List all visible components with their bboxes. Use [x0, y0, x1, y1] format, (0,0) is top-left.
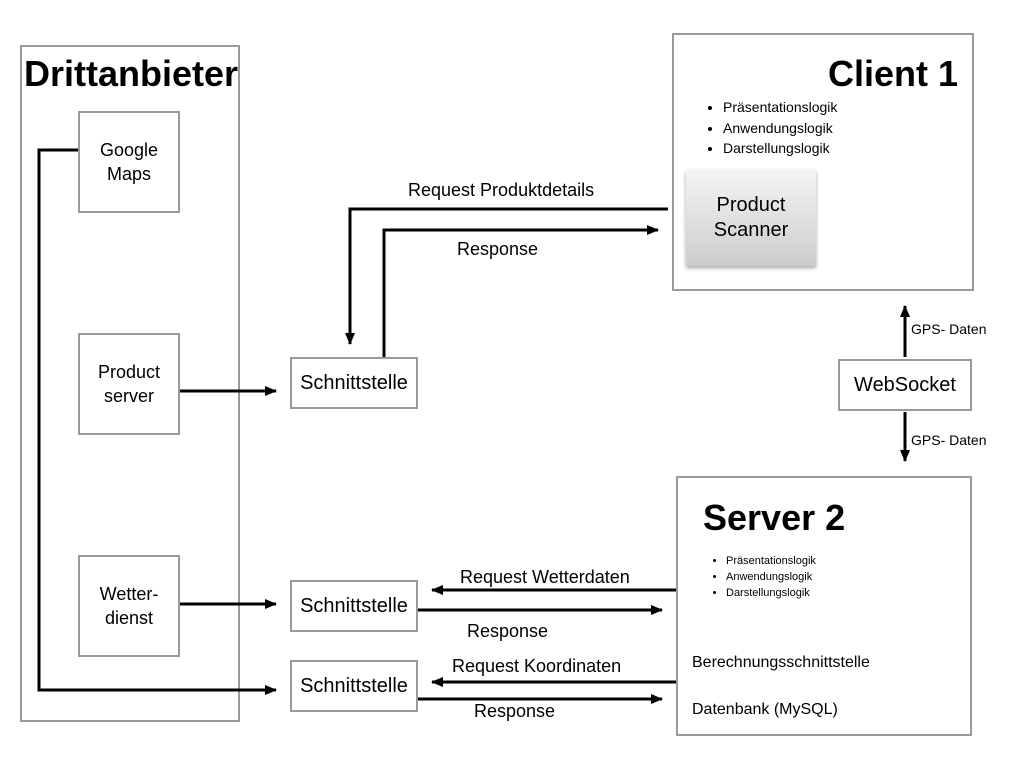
- request-produktdetails-arrow: [345, 207, 668, 345]
- gps-daten-lower-label: GPS- Daten: [911, 432, 987, 448]
- request-produktdetails-label: Request Produktdetails: [408, 180, 595, 200]
- wetterdienst-label: Wetter- dienst: [99, 584, 159, 628]
- server-bullet-list: Präsentationslogik Anwendungslogik Darst…: [706, 553, 816, 601]
- product-server-label: Product server: [97, 362, 161, 406]
- request-wetterdaten-label: Request Wetterdaten: [460, 567, 630, 587]
- schnittstelle-product-label: Schnittstelle: [300, 371, 408, 394]
- response-client-arrow: [382, 225, 659, 357]
- schnittstelle-wetter-label: Schnittstelle: [300, 594, 408, 617]
- google-maps-box: Google Maps: [78, 111, 180, 213]
- client-bullet-anwendung: Anwendungslogik: [723, 118, 837, 139]
- schnittstelle-product-box: Schnittstelle: [290, 357, 418, 409]
- websocket-box: WebSocket: [838, 359, 972, 411]
- google-maps-label: Google Maps: [99, 140, 159, 184]
- response-wetter-label: Response: [467, 621, 549, 641]
- client-title: Client 1: [827, 53, 958, 94]
- server-bullet-praesentation: Präsentationslogik: [726, 553, 816, 569]
- product-scanner-label: Product Scanner: [713, 194, 789, 241]
- request-koordinaten-label: Request Koordinaten: [452, 656, 622, 676]
- server-title: Server 2: [703, 497, 846, 538]
- schnittstelle-koordinaten-box: Schnittstelle: [290, 660, 418, 712]
- drittanbieter-title: Drittanbieter: [24, 53, 239, 94]
- server-bullet-anwendung: Anwendungslogik: [726, 569, 816, 585]
- schnittstelle-wetter-box: Schnittstelle: [290, 580, 418, 632]
- product-scanner-box: Product Scanner: [686, 170, 816, 266]
- websocket-label: WebSocket: [854, 373, 956, 396]
- datenbank-label: Datenbank (MySQL): [692, 701, 838, 718]
- client-bullet-darstellung: Darstellungslogik: [723, 138, 837, 159]
- response-koordinaten-label: Response: [474, 701, 556, 721]
- server-box: [676, 476, 972, 736]
- wetterdienst-box: Wetter- dienst: [78, 555, 180, 657]
- product-server-box: Product server: [78, 333, 180, 435]
- gps-daten-upper-label: GPS- Daten: [911, 321, 987, 337]
- client-bullet-list: Präsentationslogik Anwendungslogik Darst…: [703, 97, 837, 159]
- client-bullet-praesentation: Präsentationslogik: [723, 97, 837, 118]
- schnittstelle-koordinaten-label: Schnittstelle: [300, 674, 408, 697]
- google-maps-connector: [37, 148, 277, 695]
- response-client-label: Response: [457, 239, 539, 259]
- server-bullet-darstellung: Darstellungslogik: [726, 585, 816, 601]
- berechnungsschnittstelle-label: Berechnungsschnittstelle: [692, 654, 870, 671]
